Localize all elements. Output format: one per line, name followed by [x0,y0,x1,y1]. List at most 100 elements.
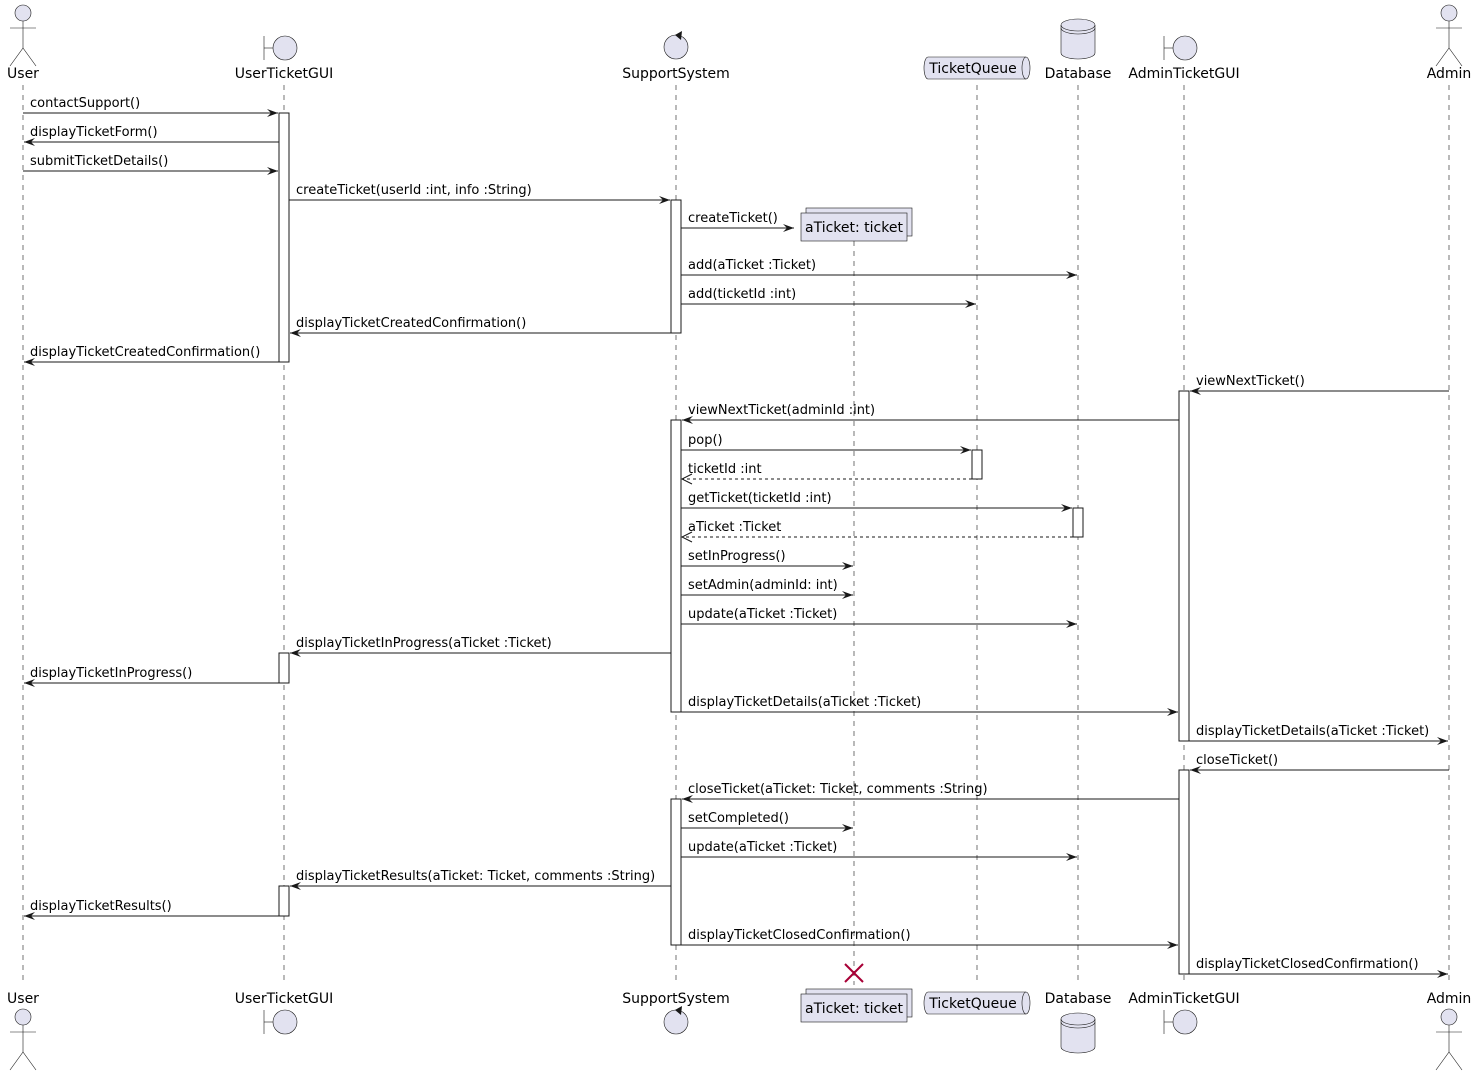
participant-head-db: Database [1045,18,1112,82]
message-label: displayTicketDetails(aTicket :Ticket) [1196,724,1429,739]
participant-foot-usergui: UserTicketGUI [235,991,334,1035]
participant-name: UserTicketGUI [235,66,334,82]
actor-leg [1448,1051,1463,1071]
message-label: submitTicketDetails() [30,154,168,169]
database-rim [1060,27,1096,35]
control-icon [663,31,689,60]
activation-bar [971,449,983,480]
participant-foot-db: Database [1045,991,1112,1054]
arrow-head [1066,271,1077,279]
actor-icon [9,4,37,67]
actor-icon [9,1008,37,1071]
arrow-head [682,416,693,424]
participant-name: Database [1045,991,1112,1007]
activations [278,112,1190,975]
message-label: displayTicketClosedConfirmation() [688,928,911,943]
participant-name: User [7,991,39,1007]
arrow-head [1190,387,1201,395]
participant-foot-support: SupportSystem [622,991,730,1035]
message-label: aTicket :Ticket [688,520,781,535]
message-label: ticketId :int [688,462,762,477]
activation-bar [278,885,290,917]
arrow-head [1190,766,1201,774]
arrow-head [1437,970,1448,978]
arrow-head [24,138,35,146]
participant-name: SupportSystem [622,991,730,1007]
arrow-head [24,358,35,366]
arrow-head [842,562,853,570]
message-label: displayTicketInProgress(aTicket :Ticket) [296,636,552,651]
participant-name: SupportSystem [622,66,730,82]
arrow-head [965,300,976,308]
arrow-head [1061,504,1072,512]
participant-name: Database [1045,66,1112,82]
arrow-head [842,824,853,832]
actor-leg [9,1051,24,1071]
participant-name: UserTicketGUI [235,991,334,1007]
boundary-icon [263,35,298,61]
actor-leg [22,1051,37,1071]
message-label: add(aTicket :Ticket) [688,258,816,273]
control-arrow [675,31,682,40]
participant-head-queue: TicketQueue [923,56,1031,80]
arrow-head [290,649,301,657]
participant-name: AdminTicketGUI [1128,991,1239,1007]
arrow-head [783,224,794,232]
participant-name: TicketQueue [928,61,1016,77]
actor-icon [1435,4,1463,67]
message-label: getTicket(ticketId :int) [688,491,832,506]
participant-foot-admin: Admin [1427,991,1471,1071]
database-rim [1060,1021,1096,1029]
control-circle [663,34,689,60]
actor-leg [1435,1051,1450,1071]
message-label: displayTicketClosedConfirmation() [1196,957,1419,972]
participant-head-ticket: aTicket: ticket [800,207,913,242]
message-label: setInProgress() [688,549,786,564]
actor-leg [1448,47,1463,67]
actor-leg [1435,47,1450,67]
collection-front [800,993,908,1023]
destroy-icon [844,963,864,983]
activation-bar [1178,769,1190,975]
message-label: contactSupport() [30,96,140,111]
arrow-head [680,473,693,485]
message-label: update(aTicket :Ticket) [688,607,837,622]
boundary-icon [263,1009,298,1035]
boundary-circle [1172,35,1198,61]
arrow-head [659,196,670,204]
participant-name: aTicket: ticket [805,1001,903,1017]
boundary-circle [272,1009,298,1035]
actor-icon [1435,1008,1463,1071]
participant-foot-queue: TicketQueue [923,991,1031,1015]
queue-box: TicketQueue [923,991,1031,1015]
message-label: displayTicketCreatedConfirmation() [296,316,526,331]
message-label: update(aTicket :Ticket) [688,840,837,855]
database-icon [1060,1012,1096,1054]
destroy-stroke [844,963,864,983]
collection-front [800,212,908,242]
activation-bar [670,419,682,713]
actor-leg [22,47,37,67]
participant-head-admin: Admin [1427,4,1471,82]
control-icon [663,1006,689,1035]
actor-head [14,1008,32,1026]
message-label: displayTicketCreatedConfirmation() [30,345,260,360]
database-rim [1060,24,1096,32]
arrow-head [24,679,35,687]
message-label: add(ticketId :int) [688,287,796,302]
participant-head-usergui: UserTicketGUI [235,35,334,82]
arrow-head [960,446,971,454]
activation-bar [278,112,290,363]
message-label: displayTicketResults() [30,899,172,914]
database-icon [1060,18,1096,60]
messages: contactSupport()displayTicketForm()submi… [23,96,1449,978]
message-label: setCompleted() [688,811,789,826]
message-label: closeTicket(aTicket: Ticket, comments :S… [688,782,988,797]
message-label: createTicket(userId :int, info :String) [296,183,532,198]
participant-foot-admingui: AdminTicketGUI [1128,991,1240,1035]
control-circle [663,1009,689,1035]
boundary-circle [1172,1009,1198,1035]
ticket-box: aTicket: ticket [800,988,913,1023]
arrow-head [842,591,853,599]
